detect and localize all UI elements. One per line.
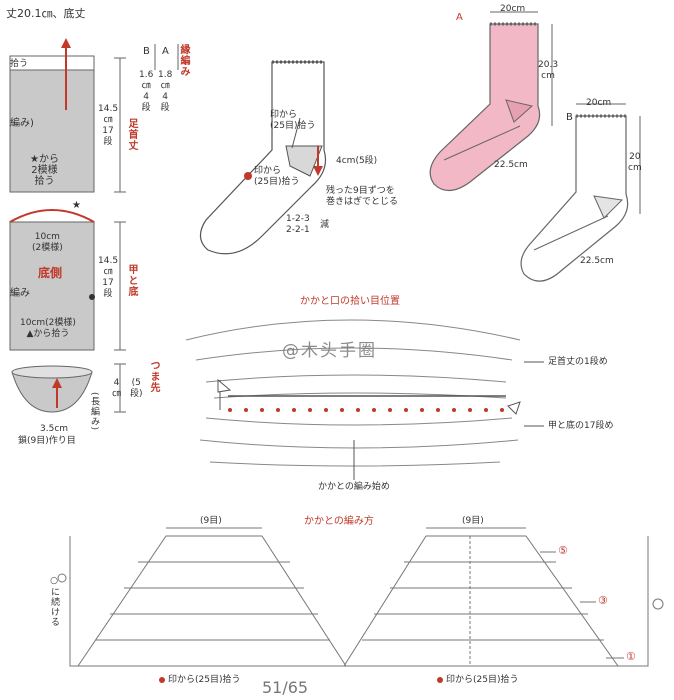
sock-a-top-width: 20cm bbox=[500, 4, 526, 14]
toe-chain: 鎖(9目)作り目 bbox=[18, 436, 76, 446]
from-mark-label-2: 印から (25目)拾う bbox=[254, 166, 300, 187]
sole-label: 底側 bbox=[38, 266, 63, 280]
cuff-schematic bbox=[9, 38, 95, 193]
sock-outline-middle bbox=[199, 60, 327, 255]
instep-label: 甲と底 bbox=[126, 264, 137, 297]
sock-a-drawing bbox=[429, 11, 553, 192]
sock-b-height: 20 cm bbox=[628, 152, 642, 173]
instep-schematic bbox=[9, 209, 95, 351]
sock-a-letter: A bbox=[456, 12, 463, 23]
heel-start-marks bbox=[159, 677, 443, 683]
rows-col-a-letter: A bbox=[162, 46, 169, 57]
heel-row-5: ⑤ bbox=[558, 544, 568, 557]
toe-knit-label: (長編み) bbox=[89, 392, 99, 432]
width-10cm-bottom: 10cm(2模様) ▲から拾う bbox=[20, 318, 76, 339]
watermark-text: @木头手圈 bbox=[282, 341, 377, 361]
remaining-note: 残った9目ずつを 巻きはぎでとじる bbox=[326, 186, 399, 207]
heel-bottom-left: 印から(25目)拾う bbox=[168, 675, 241, 685]
pickup-start-label: かかとの編み始め bbox=[318, 482, 390, 492]
sock-b-letter: B bbox=[566, 112, 573, 123]
header-dimension-text: 丈20.1㎝、底丈 bbox=[6, 7, 86, 20]
pickup-dots-row bbox=[217, 361, 544, 427]
rows-col-b-value: 1.6 ㎝ 4 段 bbox=[139, 70, 154, 113]
star-mark: ★ bbox=[72, 200, 81, 211]
heel-stitch-chart bbox=[57, 527, 664, 667]
edge-label: 縁編み bbox=[178, 44, 189, 77]
toe-rows: (5 段) bbox=[130, 378, 143, 399]
decrease-counts: 1-2-3 2-2-1 bbox=[286, 214, 310, 235]
width-10cm-top: 10cm (2模様) bbox=[32, 232, 63, 253]
from-star-label: ★から 2模様 拾う bbox=[30, 154, 59, 187]
sock-a-height: 20.3 cm bbox=[538, 60, 559, 81]
heel-chart-title: かかとの編み方 bbox=[304, 516, 374, 527]
pickup-chart-title: かかと口の拾い目位置 bbox=[300, 296, 400, 307]
instep-knit-label: 編み bbox=[10, 288, 30, 299]
rows-col-a-value: 1.8 ㎝ 4 段 bbox=[158, 70, 173, 113]
decrease-label: 減 bbox=[320, 220, 330, 230]
toe-width: 3.5cm bbox=[40, 424, 69, 434]
sock-a-foot-length: 22.5cm bbox=[494, 160, 528, 170]
pickup-row-label-bottom: 甲と底の17段め bbox=[548, 421, 614, 431]
heel-row-1: ① bbox=[626, 650, 636, 663]
heel-side-label: ○に続ける bbox=[49, 576, 59, 627]
cuff-pickup-label: 拾う bbox=[10, 59, 29, 69]
cuff-label: 足首丈 bbox=[126, 118, 137, 151]
pickup-row-label-top: 足首丈の1段め bbox=[548, 357, 608, 367]
left-dimension-lines bbox=[114, 44, 179, 413]
toe-measure: 4 ㎝ bbox=[112, 378, 122, 399]
toe-schematic bbox=[11, 365, 93, 413]
from-mark-label-1: 印から (25目)拾う bbox=[270, 110, 316, 131]
rows-col-b-letter: B bbox=[143, 46, 150, 57]
instep-measure: 14.5 ㎝ 17 段 bbox=[98, 256, 119, 299]
cuff-knit-label: 編み) bbox=[10, 118, 34, 129]
heel-measure: 4cm(5段) bbox=[336, 156, 378, 166]
heel-row-3: ③ bbox=[598, 594, 608, 607]
sock-b-top-width: 20cm bbox=[586, 98, 612, 108]
page-number: 51/65 bbox=[262, 678, 309, 697]
heel-left-count: (9目) bbox=[200, 516, 222, 526]
toe-label: つま先 bbox=[148, 360, 159, 393]
heel-right-count: (9目) bbox=[462, 516, 484, 526]
heel-bottom-right: 印から(25目)拾う bbox=[446, 675, 519, 685]
cuff-measure: 14.5 ㎝ 17 段 bbox=[98, 104, 119, 147]
sock-b-drawing bbox=[520, 103, 641, 282]
sock-b-foot-length: 22.5cm bbox=[580, 256, 614, 266]
